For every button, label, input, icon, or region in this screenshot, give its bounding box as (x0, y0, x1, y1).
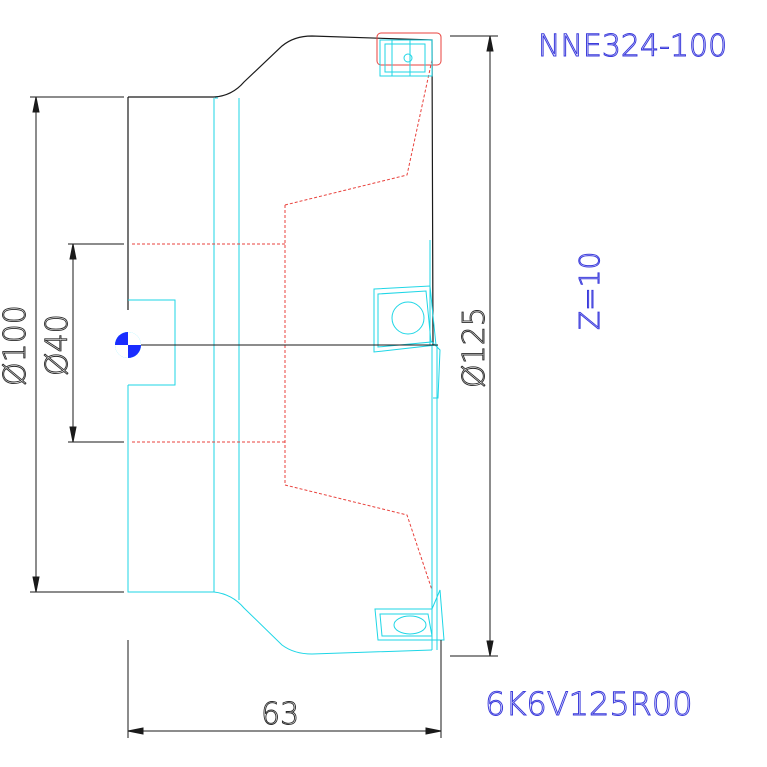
insert-bottom (374, 585, 445, 641)
cutter-body-cyan (127, 97, 438, 655)
dim-label-body-diameter: Ø100 (0, 305, 33, 386)
part-number-label: 6K6V125R00 (485, 685, 693, 723)
dim-label-bore-diameter: Ø40 (40, 314, 75, 376)
hidden-lines (132, 59, 433, 591)
insert-code-label: NNE324-100 (538, 29, 727, 64)
center-mark-icon (115, 332, 141, 358)
insert-top (376, 32, 442, 77)
dim-label-height: 63 (261, 697, 299, 732)
dim-label-outer-diameter: Ø125 (457, 307, 492, 388)
dimension-bore-diameter (68, 243, 124, 443)
dimension-body-diameter (30, 96, 124, 593)
teeth-count-label: Z=10 (573, 252, 606, 330)
dimension-height (127, 640, 442, 738)
cutter-body-outline (127, 35, 434, 346)
dimension-outer-diameter (450, 35, 498, 657)
